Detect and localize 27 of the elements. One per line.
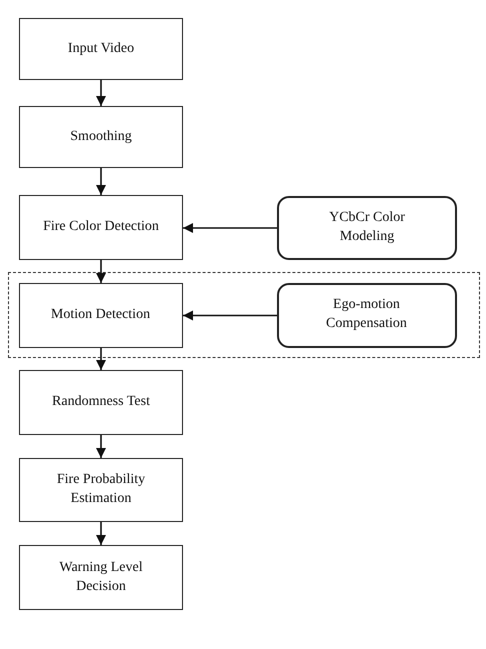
rounded-box [276, 282, 456, 348]
box-label: Motion Detection [50, 306, 152, 324]
box-label: Randomness Test [51, 393, 151, 412]
process-box [19, 18, 183, 80]
box-label: Fire Color Detection [42, 218, 160, 236]
process-box [19, 195, 183, 260]
box-label: YCbCr Color Modeling [328, 209, 406, 246]
arrow [183, 223, 277, 233]
process-box [19, 545, 183, 610]
box-label: Input Video [66, 40, 136, 58]
box-label: Fire Probability Estimation [56, 471, 146, 508]
process-box [19, 458, 183, 522]
arrow [96, 260, 106, 283]
box-label: Ego-motion Compensation [325, 296, 408, 333]
arrow [96, 435, 106, 458]
process-box [19, 370, 183, 435]
dashed-group-box [8, 272, 480, 358]
process-box [19, 106, 183, 168]
process-box [18, 282, 182, 348]
arrow [96, 348, 106, 370]
arrow [183, 310, 277, 320]
box-label: Smoothing [69, 128, 133, 146]
box-label: Warning Level Decision [58, 558, 144, 596]
arrow [96, 80, 106, 106]
rounded-box [277, 196, 457, 260]
arrow [96, 168, 106, 195]
arrow [96, 522, 106, 545]
